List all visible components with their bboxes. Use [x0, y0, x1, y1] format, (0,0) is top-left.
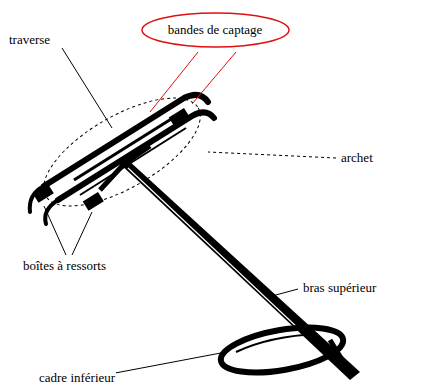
part-label: boîtes à ressorts — [22, 258, 107, 274]
collector-strip — [44, 95, 208, 186]
leader-line — [62, 48, 112, 128]
crossbar — [74, 116, 176, 180]
leader-line — [44, 206, 66, 255]
part-label: traverse — [8, 32, 51, 48]
upper-arm — [118, 160, 360, 380]
spring-box — [33, 184, 54, 203]
red-leader-line — [150, 52, 198, 112]
archet-outline — [28, 77, 216, 227]
leader-line — [208, 152, 336, 158]
callout-ellipse: bandes de captage — [141, 12, 290, 48]
spring-box — [169, 108, 190, 127]
collector-strip — [58, 112, 214, 200]
lower-frame-bar — [236, 334, 318, 352]
part-label: cadre inférieur — [38, 370, 116, 386]
upper-arm-highlight — [128, 168, 300, 330]
lower-frame-hinge — [330, 340, 352, 376]
red-leader-line — [192, 52, 236, 104]
leader-line — [272, 289, 298, 296]
bow-support — [100, 146, 150, 190]
crossbar — [80, 128, 186, 195]
leader-line — [110, 352, 226, 374]
ellipse-shape — [142, 13, 289, 47]
leader-line — [72, 212, 92, 255]
part-label: archet — [340, 150, 374, 166]
part-label: bras supérieur — [302, 280, 377, 296]
spring-box — [83, 192, 104, 211]
callout-text: bandes de captage — [168, 22, 263, 38]
lower-frame — [217, 320, 346, 381]
